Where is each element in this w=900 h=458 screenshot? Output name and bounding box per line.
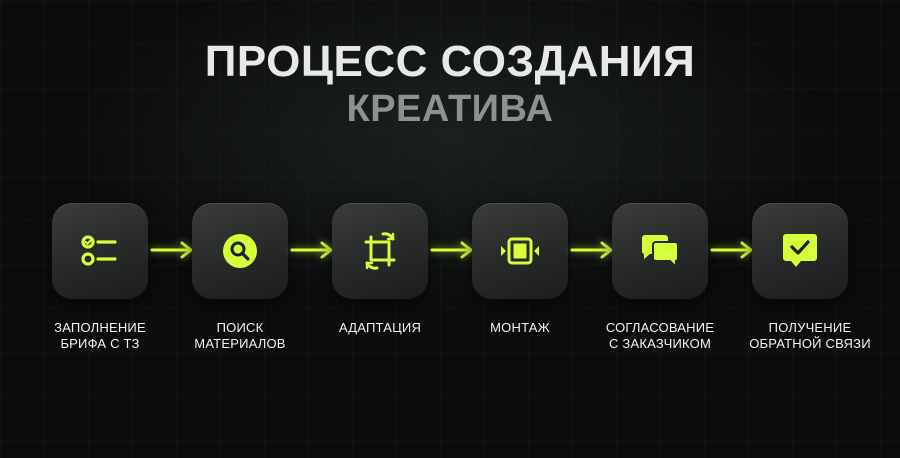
flow-arrow-4 bbox=[569, 238, 615, 262]
checklist-icon bbox=[80, 231, 120, 271]
step-label-brief: ЗАПОЛНЕНИЕ БРИФА С ТЗ bbox=[30, 320, 170, 352]
flow-arrow-5 bbox=[709, 238, 755, 262]
step-label-line: АДАПТАЦИЯ bbox=[338, 320, 422, 335]
step-label-line: ПОЛУЧЕНИЕ bbox=[768, 320, 852, 335]
magnifier-icon bbox=[220, 231, 260, 271]
step-label-line: ЗАПОЛНЕНИЕ bbox=[54, 320, 146, 335]
step-label-adaptation: АДАПТАЦИЯ bbox=[310, 320, 450, 336]
step-tile-adaptation bbox=[332, 203, 428, 299]
step-tile-approval bbox=[612, 203, 708, 299]
step-label-line: МАТЕРИАЛОВ bbox=[194, 336, 286, 351]
crop-rotate-icon bbox=[360, 231, 400, 271]
title-line-2: КРЕАТИВА bbox=[346, 88, 554, 130]
step-label-line: С ЗАКАЗЧИКОМ bbox=[609, 336, 711, 351]
step-tile-editing bbox=[472, 203, 568, 299]
step-label-feedback: ПОЛУЧЕНИЕ ОБРАТНОЙ СВЯЗИ bbox=[740, 320, 880, 352]
title-line-1: ПРОЦЕСС СОЗДАНИЯ bbox=[204, 37, 696, 86]
flow-arrow-3 bbox=[429, 238, 475, 262]
step-label-line: МОНТАЖ bbox=[490, 320, 550, 335]
step-tile-search bbox=[192, 203, 288, 299]
step-label-line: БРИФА С ТЗ bbox=[60, 336, 140, 351]
step-label-line: СОГЛАСОВАНИЕ bbox=[605, 320, 715, 335]
step-label-editing: МОНТАЖ bbox=[450, 320, 590, 336]
page-title: ПРОЦЕСС СОЗДАНИЯ КРЕАТИВА bbox=[0, 37, 900, 130]
flow-arrow-2 bbox=[289, 238, 335, 262]
chat-bubbles-icon bbox=[640, 231, 680, 271]
step-label-line: ПОИСК bbox=[216, 320, 264, 335]
step-label-line: ОБРАТНОЙ СВЯЗИ bbox=[749, 336, 871, 351]
step-label-search: ПОИСК МАТЕРИАЛОВ bbox=[170, 320, 310, 352]
step-label-approval: СОГЛАСОВАНИЕ С ЗАКАЗЧИКОМ bbox=[590, 320, 730, 352]
video-timeline-icon bbox=[500, 231, 540, 271]
step-tile-feedback bbox=[752, 203, 848, 299]
flow-arrow-1 bbox=[149, 238, 195, 262]
message-check-icon bbox=[780, 231, 820, 271]
step-tile-brief bbox=[52, 203, 148, 299]
